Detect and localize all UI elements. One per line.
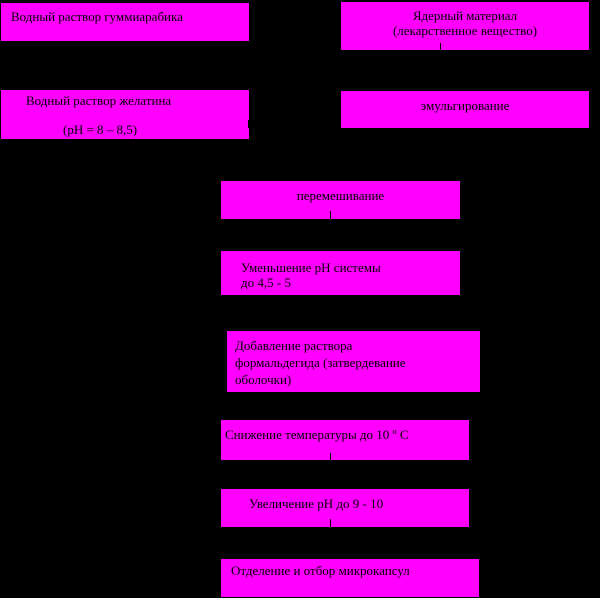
box-emulsification-label: эмульгирование xyxy=(420,98,510,113)
box-separation-label: Отделение и отбор микрокапсул xyxy=(231,563,410,578)
box-core-material-line2: (лекарственное вещество) xyxy=(392,23,538,38)
box-gum-arabic-solution: Водный раствор гуммиарабика xyxy=(0,2,250,42)
box-separation: Отделение и отбор микрокапсул xyxy=(220,558,480,598)
box-ph-increase-label: Увеличение pH до 9 - 10 xyxy=(249,496,384,511)
box-gelatin-line2: (pH = 8 – 8,5) xyxy=(63,122,138,137)
box-mixing: перемешивание xyxy=(220,180,461,220)
box-ph-increase: Увеличение pH до 9 - 10 xyxy=(220,488,470,528)
box-ph-decrease: Уменьшение pH системы до 4,5 - 5 xyxy=(220,250,461,296)
box-formaldehyde-line2: формальдегида (затвердевание xyxy=(235,355,406,370)
connector-tick xyxy=(330,519,331,527)
connector-tick xyxy=(248,120,249,128)
box-formaldehyde-line3: оболочки) xyxy=(235,372,292,387)
box-temperature-reduction: Снижение температуры до 10 º С xyxy=(220,419,470,461)
box-ph-decrease-line2: до 4,5 - 5 xyxy=(241,275,291,290)
box-core-material-line1: Ядерный материал xyxy=(412,8,518,23)
box-ph-decrease-line1: Уменьшение pH системы xyxy=(241,260,381,275)
box-gelatin-solution: Водный раствор желатина (pH = 8 – 8,5) xyxy=(0,89,250,140)
box-gelatin-line1: Водный раствор желатина xyxy=(26,93,172,108)
box-gum-arabic-label: Водный раствор гуммиарабика xyxy=(11,9,183,24)
box-core-material: Ядерный материал (лекарственное вещество… xyxy=(340,1,590,51)
connector-tick xyxy=(440,43,441,51)
box-temperature-label: Снижение температуры до 10 º С xyxy=(225,427,409,442)
connector-tick xyxy=(330,453,331,461)
box-emulsification: эмульгирование xyxy=(340,90,590,129)
box-formaldehyde-line1: Добавление раствора xyxy=(235,338,353,353)
box-formaldehyde: Добавление раствора формальдегида (затве… xyxy=(226,330,481,393)
box-mixing-label: перемешивание xyxy=(296,188,385,203)
connector-tick xyxy=(330,211,331,219)
